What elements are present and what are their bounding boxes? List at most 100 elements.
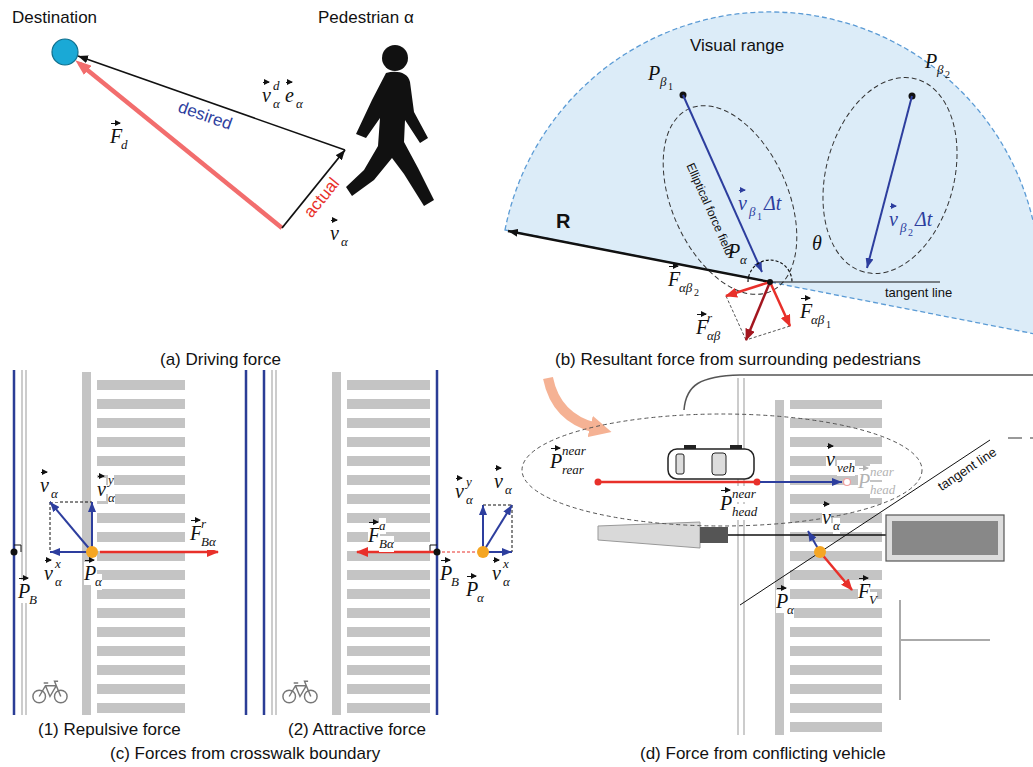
pedestrian-point <box>767 279 773 285</box>
attractive-force-panel <box>264 370 512 715</box>
caption: (a) Driving force <box>160 350 281 370</box>
subscript: α <box>477 590 484 606</box>
force-arrow <box>726 282 770 296</box>
car-icon <box>668 445 754 479</box>
angle-arc <box>748 260 792 282</box>
subscript: α <box>51 486 58 502</box>
vector-symbol: v <box>889 208 898 231</box>
subscript: near <box>562 443 586 459</box>
subscript: αβ <box>707 328 720 344</box>
subscript: α <box>466 492 473 508</box>
subscript: V <box>869 592 877 608</box>
subscript: a <box>379 518 386 534</box>
subscript: β <box>749 204 755 220</box>
subscript: α <box>787 602 794 618</box>
velocity-arrow <box>867 96 912 268</box>
vector-symbol: F <box>696 316 708 339</box>
driving-force-panel <box>52 39 434 228</box>
subscript: near <box>732 486 756 502</box>
subscript: 1 <box>826 319 831 330</box>
repulsive-force-arrow <box>100 551 218 554</box>
subscript: B <box>29 592 37 608</box>
pedestrian-silhouette <box>346 72 434 206</box>
subscript: d <box>273 78 280 94</box>
vector-symbol: v <box>455 480 464 503</box>
subscript: rear <box>562 462 584 478</box>
desired-velocity-arrow <box>78 56 345 150</box>
subscript: y <box>466 474 472 490</box>
crosswalk-boundary <box>263 370 266 715</box>
vehicle-velocity-arrow <box>760 481 842 483</box>
annotation-text: Pedestrian α <box>318 8 414 28</box>
annotation-text: tangent line <box>935 444 999 494</box>
pedestrian-point <box>477 546 489 558</box>
resultant-force-arrow <box>746 282 770 340</box>
math-symbol: P <box>925 50 937 73</box>
subscript: x <box>55 556 61 572</box>
zebra-stripes <box>790 400 882 735</box>
subscript: β <box>660 74 666 90</box>
caption: (c) Forces from crosswalk boundary <box>110 744 380 764</box>
vector-symbol: v <box>494 470 503 493</box>
subscript: α <box>95 574 102 590</box>
subscript: near <box>870 464 894 480</box>
math-symbol: P <box>728 240 740 263</box>
subscript: 1 <box>668 81 673 92</box>
caption: (b) Resultant force from surrounding ped… <box>555 350 921 370</box>
vector-symbol: v <box>97 478 106 501</box>
force-field-ellipse <box>802 62 977 288</box>
vehicle-force-field <box>522 414 922 526</box>
actual-velocity-arrow <box>282 150 345 228</box>
dimension-label: R <box>556 210 570 233</box>
vector-symbol: v <box>40 474 49 497</box>
vector-symbol: F <box>800 300 812 323</box>
vector-symbol: v <box>330 222 339 245</box>
annotation-text: desired <box>175 97 234 134</box>
math-symbol: P <box>648 62 660 85</box>
force-arrow <box>770 282 790 326</box>
force-field-ellipse <box>636 85 823 315</box>
math-symbol: Δt <box>915 208 932 231</box>
math-symbol: θ <box>812 232 822 255</box>
subscript: α <box>740 252 747 268</box>
subscript: β <box>937 62 943 78</box>
crosswalk-boundary <box>245 370 248 715</box>
caption: (2) Attractive force <box>288 720 426 740</box>
subscript: 2 <box>908 227 913 238</box>
crosswalk-boundary <box>13 370 16 715</box>
driving-force-arrow <box>80 64 282 228</box>
pedestrian-head <box>382 45 408 71</box>
median-island <box>598 522 700 548</box>
vector-symbol: v <box>262 84 271 107</box>
tangent-line <box>740 440 990 605</box>
vector-symbol: v <box>822 506 831 529</box>
subscript: head <box>732 504 757 520</box>
vector-symbol: e <box>285 84 294 107</box>
bicycle-icon <box>283 681 317 703</box>
subscript: αβ <box>811 312 824 328</box>
subscript: B <box>451 574 459 590</box>
subscript: α <box>503 574 510 590</box>
destination-dot <box>52 39 78 65</box>
repulsive-force-panel <box>11 370 247 715</box>
vehicle-axis <box>598 481 757 484</box>
subscript: α <box>273 96 280 112</box>
bus-shelter <box>886 515 1004 561</box>
subscript: 2 <box>694 287 699 298</box>
vector-symbol: v <box>826 448 835 471</box>
subscript: α <box>341 234 348 250</box>
subscript: x <box>503 556 509 572</box>
subscript: d <box>121 137 128 153</box>
vector-symbol: v <box>492 562 501 585</box>
subscript: α <box>108 490 115 506</box>
parallelogram-line <box>746 326 790 340</box>
bicycle-icon <box>33 681 67 703</box>
zebra-stripes <box>97 372 185 715</box>
annotation-text: Destination <box>12 8 97 28</box>
subscript: β <box>900 220 906 236</box>
subscript: veh <box>837 460 855 476</box>
lane-marking <box>1008 437 1033 439</box>
attractive-force-arrow <box>357 551 437 554</box>
subscript: α <box>296 96 303 112</box>
subscript: α <box>833 518 840 534</box>
